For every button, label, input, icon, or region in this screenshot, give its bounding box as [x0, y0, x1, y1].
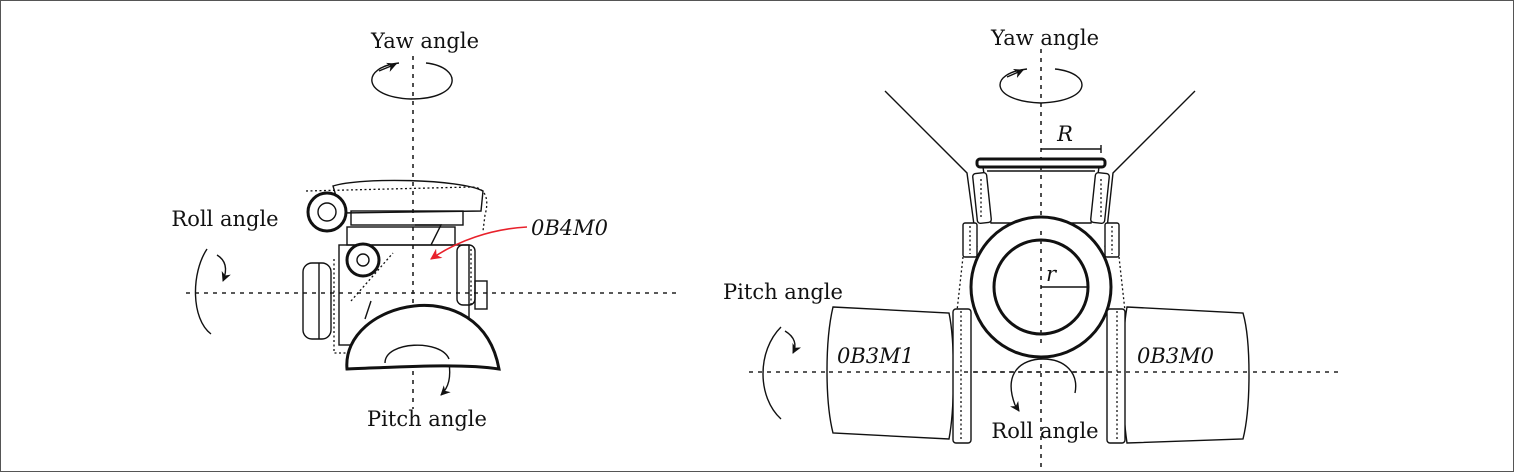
right-upper-left-clamp: [972, 172, 992, 224]
right-right-servo-label: 0B3M0: [1137, 344, 1214, 368]
left-yaw-rotation-arrow: [371, 62, 453, 100]
right-left-servo-plate: [952, 308, 972, 444]
left-small-joint: [345, 242, 381, 278]
left-roll-rotation-arrow: [194, 248, 212, 335]
left-large-joint: [306, 191, 348, 233]
right-pitch-rotation-arrow: [762, 326, 782, 420]
left-body-dotted-outline: [305, 186, 488, 232]
right-roll-label: Roll angle: [991, 419, 1098, 443]
right-roll-arrowhead: [1010, 400, 1020, 412]
left-pitch-arrowhead: [440, 362, 451, 396]
left-side-wheel-right: [456, 244, 476, 306]
left-roll-arrowhead: [216, 254, 231, 282]
right-right-guide-dots: [1118, 256, 1126, 312]
right-roll-rotation-arrow: [1010, 358, 1077, 406]
left-servo-label: 0B4M0: [531, 216, 608, 240]
left-inner-dotted-diag: [350, 252, 394, 302]
left-side-wheel-left: [302, 262, 332, 340]
right-right-servo-body: [1121, 306, 1250, 444]
right-upper-right-clamp: [1090, 172, 1110, 224]
right-r-label: r: [1046, 262, 1058, 286]
left-robot-body: [302, 179, 501, 371]
right-view: Yaw angle Pitch angle Roll angle 0B3M1 0…: [723, 26, 1341, 471]
right-pitch-label: Pitch angle: [723, 280, 843, 304]
left-pitch-label: Pitch angle: [367, 407, 487, 431]
left-view: Yaw angle Roll angle Pitch angle 0B4M0: [171, 29, 677, 431]
right-left-guide-dots: [956, 256, 964, 312]
left-bracket: [415, 224, 443, 246]
left-large-joint-inner: [317, 202, 337, 222]
left-roll-label: Roll angle: [171, 207, 278, 231]
right-R-label: R: [1056, 122, 1073, 146]
left-curved-base: [345, 303, 501, 371]
right-pitch-arrowhead: [784, 330, 802, 354]
right-left-servo-body: [826, 306, 955, 440]
right-top-bar: [975, 157, 1107, 169]
left-pitch-rotation-arrow-front: [384, 344, 450, 364]
left-yaw-arrowhead: [378, 62, 397, 72]
left-inner-link: [364, 300, 372, 320]
right-yaw-label: Yaw angle: [990, 26, 1099, 50]
left-chassis-dotted: [333, 259, 351, 354]
left-small-joint-inner: [356, 253, 370, 267]
right-left-servo-label: 0B3M1: [837, 344, 914, 368]
left-top-plate: [350, 210, 464, 226]
right-yaw-arrowhead: [1006, 69, 1024, 79]
right-yaw-rotation-arrow: [999, 68, 1083, 104]
right-right-servo-plate: [1106, 308, 1126, 444]
left-servo-pointer-arrow: [430, 226, 528, 260]
left-side-tab-right: [474, 280, 488, 310]
left-top-cover: [332, 179, 484, 214]
left-yaw-label: Yaw angle: [370, 29, 479, 53]
